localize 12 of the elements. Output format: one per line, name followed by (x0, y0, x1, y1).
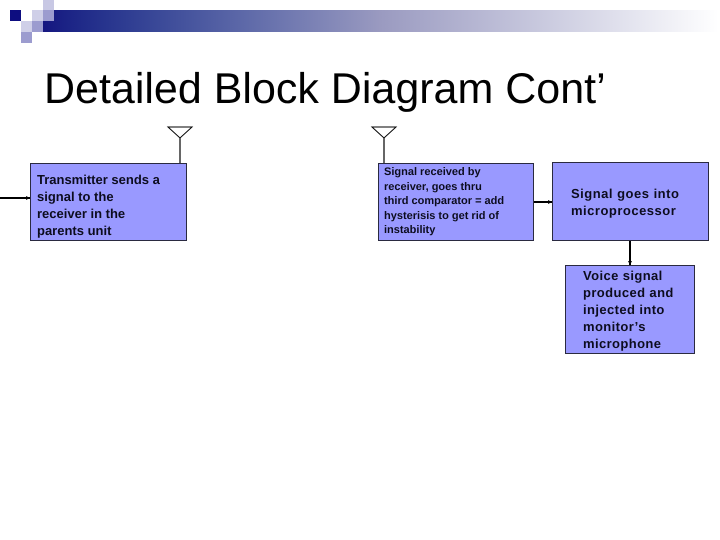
arrow (628, 241, 632, 265)
arrow (534, 200, 552, 204)
process-box (565, 265, 695, 354)
box-text: Voice signal produced and injected into monitor’s microphone (583, 267, 675, 352)
box-text: Signal received by receiver, goes thru third comparator = add hysterisis to get rid of instability (384, 165, 505, 238)
box-text: Signal goes into microprocessor (571, 184, 680, 218)
title: Detailed Block Diagram Cont’ (44, 64, 606, 115)
process-box (378, 163, 534, 241)
process-box (552, 162, 709, 241)
arrow (0, 196, 30, 200)
box-text: Transmitter sends a signal to the receiver in the parents unit (37, 171, 161, 239)
process-box (30, 163, 187, 241)
